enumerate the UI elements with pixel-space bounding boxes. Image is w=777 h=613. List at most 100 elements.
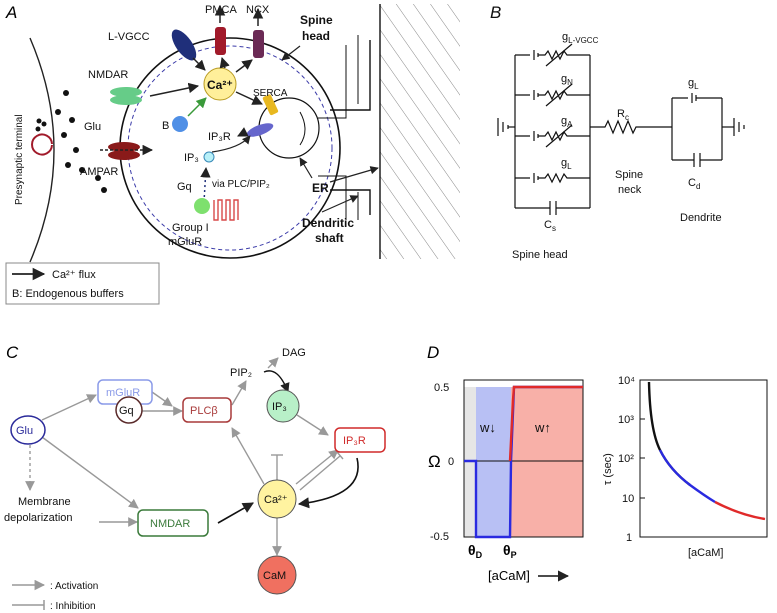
ip3r-icon xyxy=(246,123,274,137)
node-nmdar xyxy=(137,509,209,537)
legend-flux: Ca²⁺ flux xyxy=(52,269,96,281)
gq-label: Gq xyxy=(177,181,192,193)
svg-text:θD: θD xyxy=(468,542,483,560)
glutamate-molecules xyxy=(55,90,107,193)
g-a-label: g xyxy=(561,115,567,127)
group1-line2: mGluR xyxy=(168,236,202,248)
tau-tick-0: 10⁴ xyxy=(618,375,635,387)
node-membrane-label-2: depolarization xyxy=(4,512,73,524)
panel-a-legend xyxy=(5,262,160,305)
node-nmdar-label: NMDAR xyxy=(150,518,190,530)
panel-a: A Presynaptic terminal Glu L-VGCC PMCA xyxy=(5,3,460,305)
spine-neck-label-2: neck xyxy=(618,184,642,196)
pmca-icon xyxy=(215,27,226,55)
c-d-label: C xyxy=(688,177,696,189)
tau-tick-4: 1 xyxy=(626,532,632,544)
g-l-d-sub: L xyxy=(694,82,699,91)
tau-tick-1: 10³ xyxy=(618,414,634,426)
omega-curve-pot xyxy=(508,385,583,462)
ip3r-label: IP₃R xyxy=(208,131,231,143)
omega-label: Ω xyxy=(428,452,441,471)
c-d-sub: d xyxy=(696,182,700,191)
spine-head-label-1: Spine xyxy=(300,13,333,27)
node-cam xyxy=(257,555,297,595)
omega-axes xyxy=(463,379,584,538)
node-gq-label: Gq xyxy=(119,405,134,417)
via-plc-label: via PLC/PIP₂ xyxy=(212,179,270,190)
spine-head-circuit-label: Spine head xyxy=(512,249,568,261)
legend-activation: : Activation xyxy=(50,581,98,592)
panel-c: C Glu mGluR Gq xyxy=(4,343,386,612)
panel-a-letter: A xyxy=(5,3,17,22)
svg-text:Cd: Cd xyxy=(688,177,700,191)
vesicle-icon xyxy=(31,133,53,156)
svg-text:Cs: Cs xyxy=(544,219,556,233)
g-n-label: g xyxy=(561,73,567,85)
node-plcb xyxy=(182,397,232,423)
pmca-label: PMCA xyxy=(205,4,237,16)
w-up-label: w↑ xyxy=(534,420,551,435)
dendritic-shaft xyxy=(380,4,460,259)
buffer-icon xyxy=(172,116,188,132)
svg-text:gL-VGCC: gL-VGCC xyxy=(562,31,599,45)
node-pip2-label: PIP₂ xyxy=(230,367,252,379)
panel-d: D 0.5 0 -0.5 Ω w↓ w↑ θD θP [aCaM] 10⁴ 1 xyxy=(427,343,768,583)
g-l-d-label: g xyxy=(688,77,694,89)
omega-ytick-2: 0 xyxy=(448,456,454,468)
r-c-sub: c xyxy=(625,113,629,122)
spine-head-inner xyxy=(127,45,333,251)
theta-p-sub: P xyxy=(511,550,517,560)
node-cam-label: CaM xyxy=(263,570,286,582)
node-membrane-label-1: Membrane xyxy=(18,496,71,508)
c-s-sub: s xyxy=(552,224,556,233)
node-dag-label: DAG xyxy=(282,347,306,359)
panel-b-letter: B xyxy=(490,3,501,22)
nmdar-label: NMDAR xyxy=(88,69,128,81)
panel-c-letter: C xyxy=(6,343,19,362)
panel-d-letter: D xyxy=(427,343,439,362)
c-s-label: C xyxy=(544,219,552,231)
lvgcc-icon xyxy=(171,29,197,61)
tau-curve-pot xyxy=(714,500,766,521)
node-ip3-label: IP₃ xyxy=(272,401,287,413)
legend-buffers: B: Endogenous buffers xyxy=(12,288,124,300)
theta-d-sub: D xyxy=(476,550,483,560)
tau-tick-3: 10 xyxy=(622,493,634,505)
theta-d-label: θ xyxy=(468,542,476,558)
serca-icon xyxy=(262,94,279,116)
tau-tick-2: 10² xyxy=(618,453,634,465)
svg-text:gA: gA xyxy=(561,115,573,129)
neck-resistor xyxy=(590,119,672,135)
dendritic-shaft-label-1: Dendritic xyxy=(302,216,354,230)
g-a-sub: A xyxy=(567,120,573,129)
node-gq xyxy=(115,396,143,424)
gq-icon xyxy=(194,198,210,214)
theta-p-label: θ xyxy=(503,542,511,558)
r-c-label: R xyxy=(617,108,625,120)
omega-ytick-3: -0.5 xyxy=(430,531,449,543)
node-ip3 xyxy=(266,389,300,423)
dendrite-label: Dendrite xyxy=(680,212,722,224)
legend-inhibition: : Inhibition xyxy=(50,601,96,612)
mglur-icon xyxy=(213,199,239,221)
group1-line1: Group I xyxy=(172,222,209,234)
er-label: ER xyxy=(312,181,329,195)
svg-text:θP: θP xyxy=(503,542,517,560)
tau-y-label: τ (sec) xyxy=(602,453,614,485)
omega-ytick-1: 0.5 xyxy=(434,382,449,394)
node-mglur-label: mGluR xyxy=(106,387,140,399)
tau-x-label: [aCaM] xyxy=(688,547,723,559)
glu-label: Glu xyxy=(84,121,101,133)
ip3-molecule xyxy=(203,151,215,163)
presynaptic-terminal-label: Presynaptic terminal xyxy=(14,114,25,205)
ca-label: Ca²⁺ xyxy=(207,78,233,92)
presynaptic-membrane xyxy=(29,37,55,263)
omega-depression-zone xyxy=(476,387,511,537)
tau-axes xyxy=(639,379,768,538)
node-ca xyxy=(257,479,297,519)
node-ca-label: Ca²⁺ xyxy=(264,494,288,506)
g-lvgcc-sub: L-VGCC xyxy=(568,36,598,45)
panel-b: B gL-VGCC gN gA gL Cs Rc Spine neck gL xyxy=(490,3,745,261)
spine-head-branches xyxy=(515,43,590,215)
